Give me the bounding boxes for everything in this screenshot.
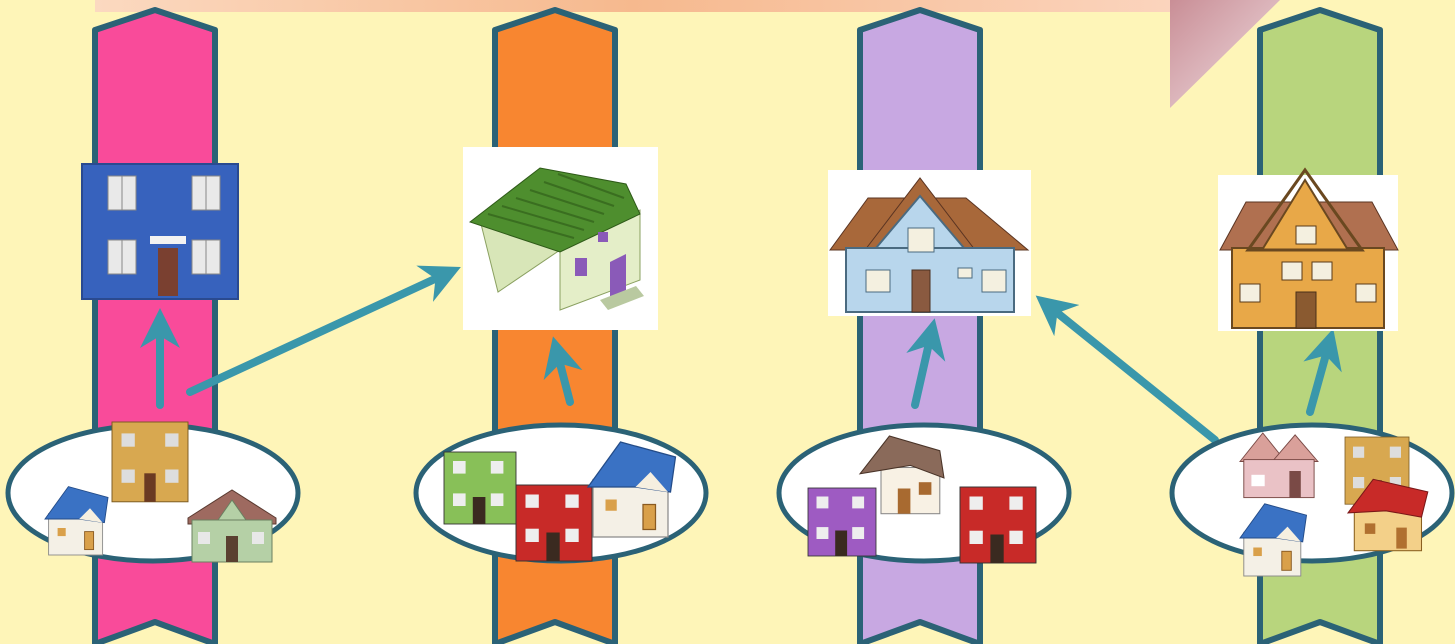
arrow-2 — [186, 265, 461, 396]
ribbons — [92, 7, 1383, 644]
arrows — [140, 265, 1342, 444]
house-groups — [5, 421, 1455, 577]
house-group-4 — [1169, 422, 1455, 577]
tan-two-storey-house-icon — [111, 421, 189, 503]
light-blue-sketch-house-icon — [828, 170, 1031, 316]
arrow-4 — [906, 318, 946, 409]
red-two-storey-house-icon — [515, 484, 593, 562]
green-roof-3d-house-icon — [463, 147, 658, 330]
target-houses — [81, 147, 1399, 331]
arrow-5 — [1035, 295, 1219, 444]
arrow-6 — [1303, 328, 1342, 416]
house-group-1 — [5, 421, 301, 564]
house-group-2 — [413, 422, 709, 564]
green-two-storey-house-icon — [443, 451, 517, 525]
red-two-storey-house-icon — [959, 486, 1037, 564]
purple-two-storey-house-icon — [807, 487, 877, 557]
top-banner — [95, 0, 1280, 108]
blue-two-storey-house-icon — [81, 163, 239, 300]
arrow-3 — [543, 336, 583, 406]
orange-sketch-house-icon — [1218, 167, 1399, 331]
house-group-3 — [776, 422, 1072, 564]
